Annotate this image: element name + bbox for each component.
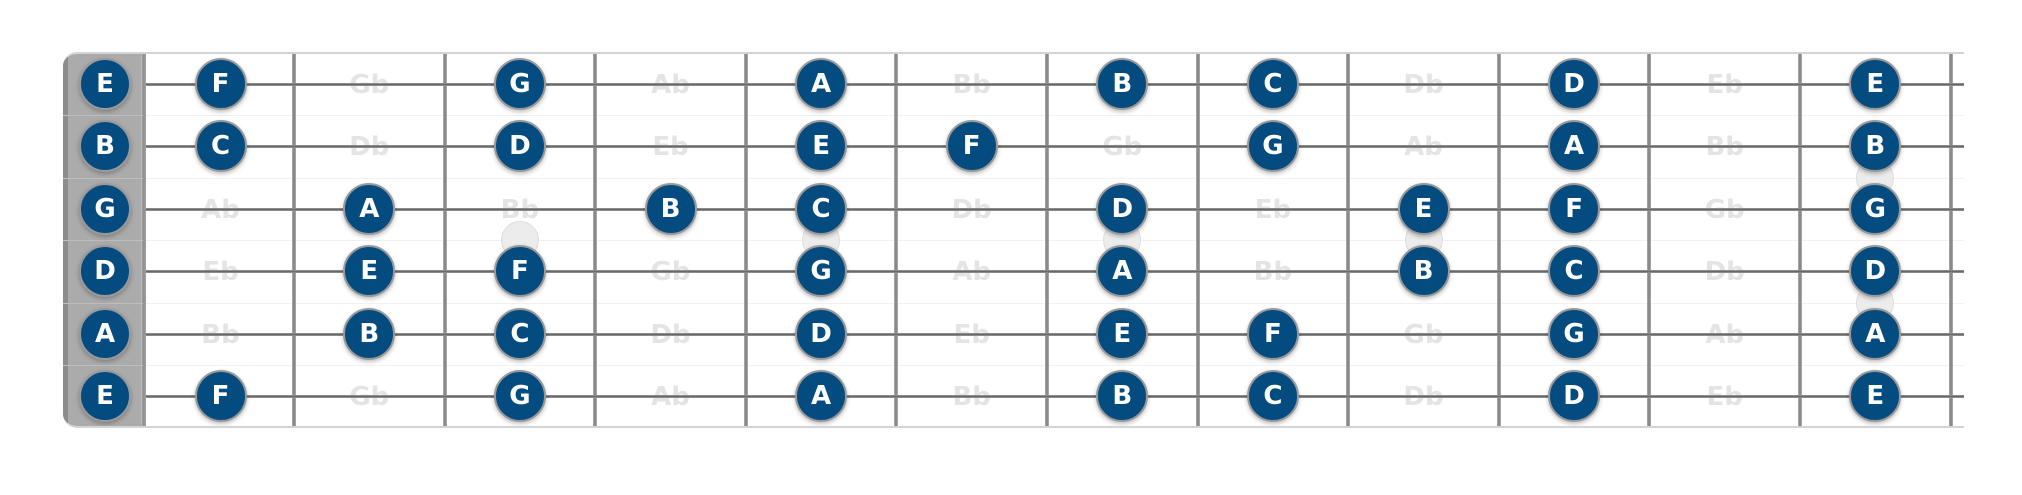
note-marker-G[interactable]: G [1548, 308, 1601, 360]
row-divider [146, 178, 1964, 179]
fret-line-12 [1948, 54, 1953, 426]
row-divider [146, 240, 1964, 241]
nut-edge [141, 54, 146, 426]
note-marker-F[interactable]: F [194, 370, 247, 422]
fret-line-8 [1346, 54, 1351, 426]
note-marker-F[interactable]: F [493, 245, 546, 297]
string-6-E [146, 395, 1964, 398]
note-marker-D[interactable]: D [493, 120, 546, 172]
note-marker-G[interactable]: G [493, 370, 546, 422]
note-marker-C[interactable]: C [1548, 245, 1601, 297]
note-marker-D[interactable]: D [1849, 245, 1902, 297]
note-marker-B[interactable]: B [1849, 120, 1902, 172]
note-marker-C[interactable]: C [194, 120, 247, 172]
fret-line-2 [442, 54, 447, 426]
string-2-B [146, 145, 1964, 148]
note-marker-E[interactable]: E [343, 245, 396, 297]
note-marker-G[interactable]: G [1246, 120, 1299, 172]
note-marker-A[interactable]: A [343, 183, 396, 235]
note-marker-G[interactable]: G [1849, 183, 1902, 235]
fret-line-11 [1798, 54, 1802, 426]
note-marker-F[interactable]: F [1548, 183, 1601, 235]
note-marker-G[interactable]: G [493, 58, 546, 110]
note-marker-A[interactable]: A [1096, 245, 1149, 297]
string-4-D [146, 270, 1964, 273]
note-marker-B[interactable]: B [1397, 245, 1450, 297]
nut-row-divider [63, 303, 143, 304]
fret-line-6 [1045, 54, 1049, 426]
string-5-A [146, 333, 1964, 336]
fret-line-7 [1195, 54, 1200, 426]
note-marker-E[interactable]: E [1849, 370, 1902, 422]
fret-line-5 [894, 54, 899, 426]
note-marker-F[interactable]: F [945, 120, 998, 172]
note-marker-C[interactable]: C [1246, 58, 1299, 110]
note-marker-F[interactable]: F [194, 58, 247, 110]
fret-line-3 [593, 54, 598, 426]
note-marker-B[interactable]: B [343, 308, 396, 360]
row-divider [146, 115, 1964, 116]
fret-line-4 [743, 54, 748, 426]
note-marker-A[interactable]: A [795, 370, 848, 422]
note-marker-E[interactable]: E [1849, 58, 1902, 110]
note-marker-F[interactable]: F [1246, 308, 1299, 360]
note-marker-G[interactable]: G [795, 245, 848, 297]
note-marker-B[interactable]: B [1096, 58, 1149, 110]
nut-row-divider [63, 365, 143, 366]
open-string-note-G[interactable]: G [79, 183, 131, 235]
nut-row-divider [63, 240, 143, 241]
row-divider [146, 303, 1964, 304]
open-string-note-A[interactable]: A [79, 308, 131, 360]
open-string-note-E[interactable]: E [79, 58, 131, 110]
open-string-note-B[interactable]: B [79, 120, 131, 172]
note-marker-E[interactable]: E [795, 120, 848, 172]
fret-line-10 [1647, 54, 1652, 426]
note-marker-A[interactable]: A [795, 58, 848, 110]
note-marker-D[interactable]: D [1096, 183, 1149, 235]
note-marker-D[interactable]: D [1548, 370, 1601, 422]
row-divider [146, 365, 1964, 366]
nut-row-divider [63, 178, 143, 179]
fret-line-1 [292, 54, 296, 426]
string-3-G [146, 208, 1964, 211]
note-marker-D[interactable]: D [1548, 58, 1601, 110]
note-marker-A[interactable]: A [1548, 120, 1601, 172]
note-marker-B[interactable]: B [1096, 370, 1149, 422]
note-marker-E[interactable]: E [1397, 183, 1450, 235]
note-marker-A[interactable]: A [1849, 308, 1902, 360]
note-marker-C[interactable]: C [493, 308, 546, 360]
note-marker-C[interactable]: C [1246, 370, 1299, 422]
string-1-E [146, 83, 1964, 86]
open-string-note-E[interactable]: E [79, 370, 131, 422]
fret-line-9 [1496, 54, 1501, 426]
note-marker-E[interactable]: E [1096, 308, 1149, 360]
open-string-note-D[interactable]: D [79, 245, 131, 297]
note-marker-B[interactable]: B [644, 183, 697, 235]
nut-row-divider [63, 115, 143, 116]
note-marker-C[interactable]: C [795, 183, 848, 235]
note-marker-D[interactable]: D [795, 308, 848, 360]
